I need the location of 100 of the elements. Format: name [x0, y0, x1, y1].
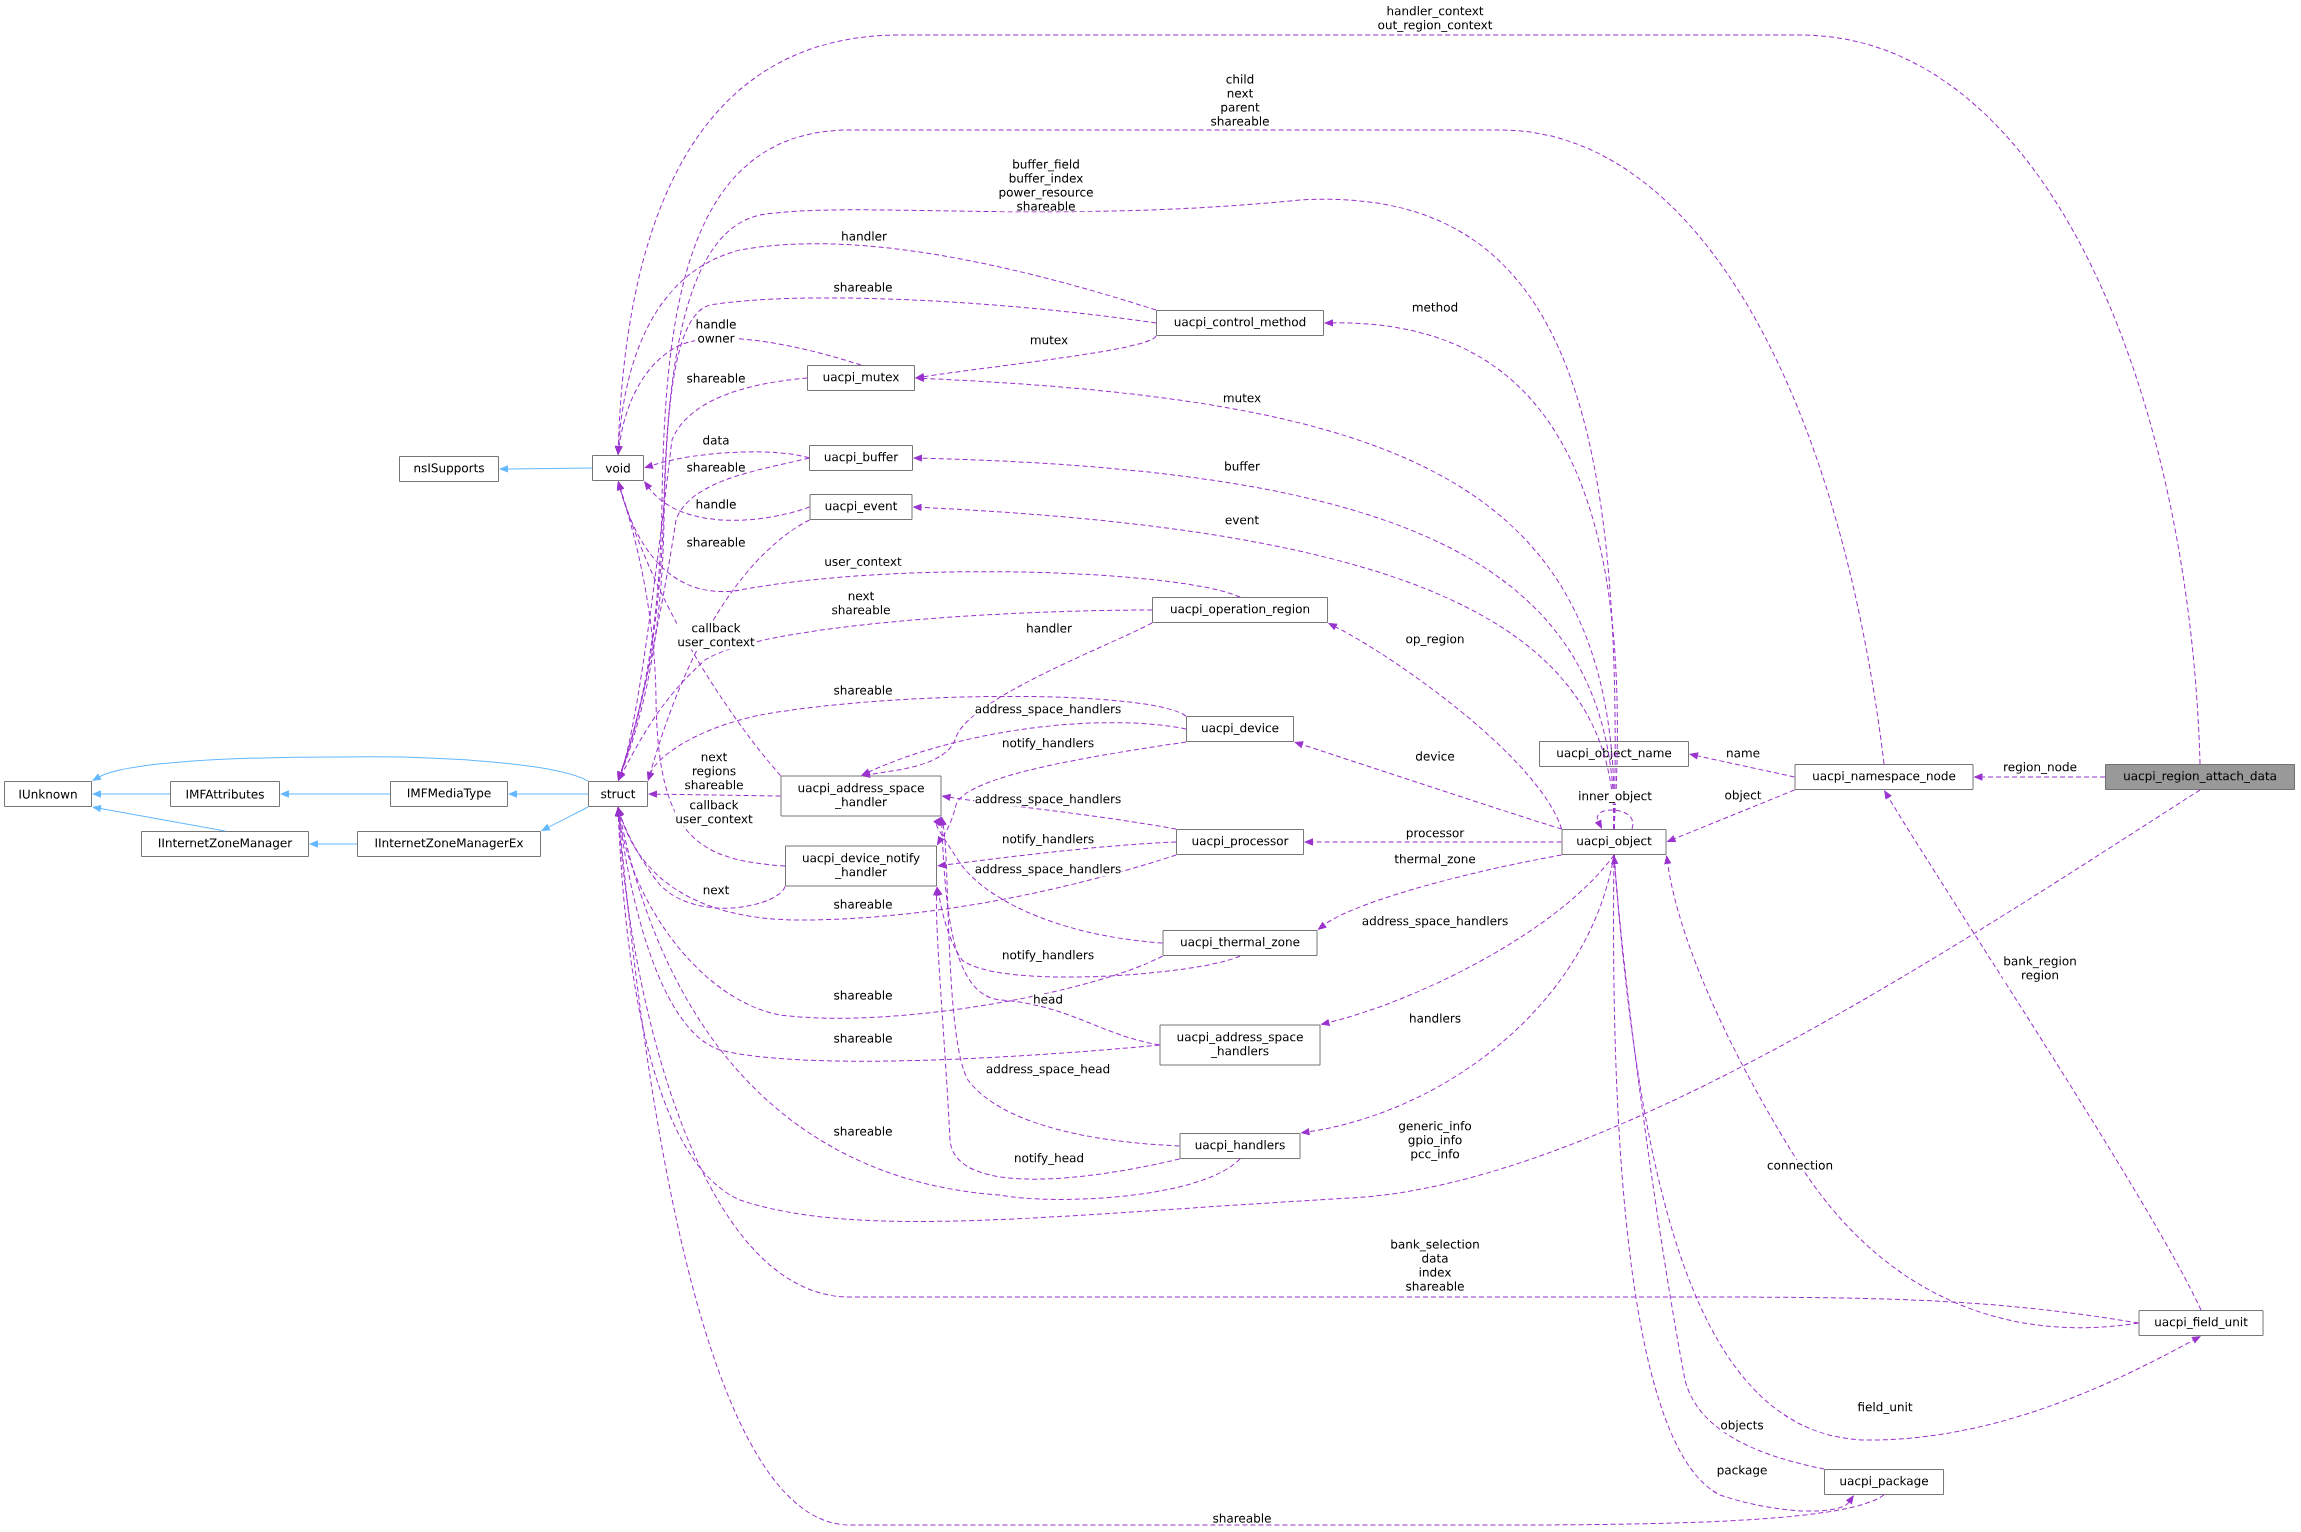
class-box: uacpi_operation_region — [1152, 597, 1328, 623]
edge-label: handler — [1025, 622, 1073, 634]
arrow — [937, 841, 1177, 869]
arrow — [92, 756, 589, 782]
class-box: uacpi_mutex — [807, 365, 915, 391]
class-box: uacpi_device_notify _handler — [785, 845, 937, 887]
class-box: uacpi_thermal_zone — [1162, 930, 1318, 956]
arrow — [1301, 854, 1615, 1136]
class-box: uacpi_processor — [1176, 829, 1304, 855]
class-box: struct — [588, 781, 648, 807]
edge-label: handle owner — [695, 318, 737, 344]
class-box: IUnknown — [4, 781, 92, 807]
arrow — [1884, 790, 2202, 1311]
edge-label: address_space_handlers — [974, 793, 1122, 807]
edge-label: shareable — [833, 1032, 893, 1044]
edge-label: thermal_zone — [1393, 853, 1477, 867]
edge-label: shareable — [686, 372, 746, 384]
class-box: IMFAttributes — [170, 781, 280, 807]
edge-label: callback user_context — [674, 799, 754, 827]
arrow — [615, 807, 1885, 1526]
arrow — [1304, 838, 1563, 846]
edge-label: method — [1411, 301, 1459, 313]
edge-label: user_context — [823, 556, 903, 570]
edge-label: address_space_handlers — [974, 863, 1122, 877]
edge-label: package — [1716, 1464, 1768, 1478]
edge-label: mutex — [1222, 393, 1262, 403]
class-box: nsISupports — [399, 456, 499, 482]
edge-label: event — [1224, 515, 1260, 525]
arrow — [648, 790, 782, 798]
arrow — [933, 817, 1164, 944]
edge-label: shareable — [833, 898, 893, 910]
edge-label: shareable — [1212, 1512, 1272, 1524]
edge-label: data — [702, 434, 731, 446]
arrow — [861, 722, 1187, 776]
edge-label: objects — [1719, 1419, 1765, 1433]
class-box: uacpi_package — [1824, 1469, 1944, 1495]
class-box: uacpi_namespace_node — [1794, 764, 1974, 790]
arrow — [309, 840, 358, 848]
class-box: uacpi_object_name — [1539, 741, 1689, 767]
edge-label: handle — [695, 498, 737, 510]
arrow — [617, 481, 1241, 598]
arrow — [1328, 623, 1563, 830]
edge-label: buffer_field buffer_index power_resource shareable — [998, 158, 1094, 212]
arrow — [1613, 854, 2201, 1441]
arrow — [1974, 773, 2106, 781]
class-box: void — [592, 455, 644, 481]
edge-label: object — [1724, 789, 1762, 803]
arrow — [618, 609, 1153, 781]
arrow — [937, 741, 1187, 845]
arrow — [933, 887, 1181, 1180]
edge-label: shareable — [833, 684, 893, 696]
edge-label: shareable — [833, 1125, 893, 1137]
edge-label: shareable — [833, 989, 893, 1001]
edge-label: handler_context out_region_context — [1377, 5, 1493, 33]
arrow — [615, 337, 862, 455]
edge-label: address_space_handlers — [974, 703, 1122, 717]
edge-label: field_unit — [1856, 1401, 1914, 1415]
arrow — [617, 481, 786, 867]
edge-label: region_node — [2002, 761, 2078, 775]
edge-label: op_region — [1405, 633, 1465, 647]
edge-label: head — [1032, 993, 1064, 1005]
arrow — [1595, 809, 1634, 830]
arrow — [647, 695, 1187, 781]
class-box: uacpi_device — [1186, 716, 1294, 742]
edge-label: notify_handlers — [1001, 833, 1095, 847]
arrow — [1689, 752, 1796, 778]
class-box: IInternetZoneManager — [141, 831, 309, 857]
edge-label: next — [702, 885, 730, 895]
class-box: uacpi_address_space _handler — [780, 775, 942, 817]
edge-label: notify_handlers — [1001, 737, 1095, 751]
arrow — [92, 790, 171, 798]
edge-label: device — [1414, 750, 1456, 762]
class-box: IMFMediaType — [390, 781, 508, 807]
edge-label: notify_head — [1013, 1152, 1085, 1166]
edge-label: shareable — [686, 461, 746, 473]
arrow — [508, 790, 589, 798]
edge-label: notify_handlers — [1001, 949, 1095, 963]
class-box: uacpi_object — [1561, 829, 1667, 855]
edge-label: child next parent shareable — [1210, 73, 1270, 127]
edge-label: address_space_handlers — [1361, 915, 1509, 929]
edge-label: inner_object — [1577, 790, 1653, 804]
arrow — [614, 34, 2201, 765]
class-box: uacpi_region_attach_data — [2105, 764, 2295, 790]
edge-label: next shareable — [831, 591, 891, 615]
edge-label: buffer — [1223, 460, 1261, 472]
edge-label: address_space_head — [985, 1063, 1111, 1077]
arrow — [1318, 854, 1563, 930]
class-box: uacpi_address_space _handlers — [1159, 1024, 1321, 1066]
class-box: uacpi_control_method — [1156, 310, 1324, 336]
edge-label: shareable — [686, 536, 746, 548]
arrow — [280, 790, 391, 798]
arrow — [1664, 855, 2140, 1329]
edge-label: name — [1725, 750, 1761, 758]
class-box: uacpi_field_unit — [2138, 1310, 2264, 1336]
edge-label: callback user_context — [676, 622, 756, 650]
arrow — [938, 817, 1161, 1046]
arrow — [939, 817, 1181, 1147]
edge-label: bank_region region — [2002, 955, 2078, 983]
arrow — [861, 622, 1153, 778]
arrow — [644, 481, 811, 521]
